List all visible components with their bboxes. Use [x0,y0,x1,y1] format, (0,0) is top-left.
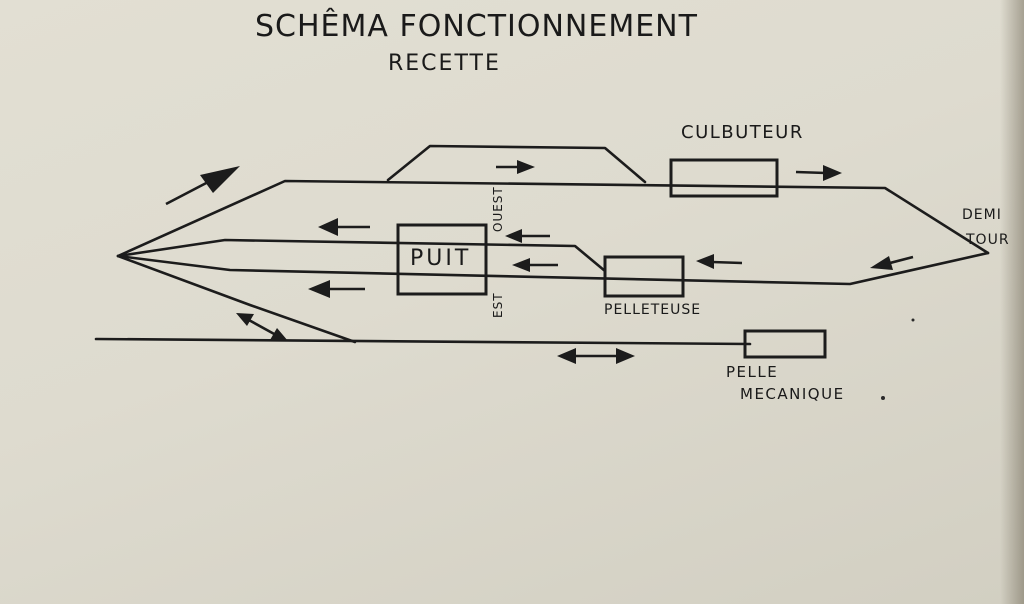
culbuteur-label: CULBUTEUR [681,122,804,143]
pelle-label-line2: MECANIQUE [740,385,845,403]
pelleteuse-label: PELLETEUSE [604,302,701,318]
pelleteuse-box [603,255,685,298]
demi-tour-label-line2: TOUR [965,232,1010,248]
demi-tour-label-line1: DEMI [962,207,1002,223]
arrow-left-near-ouest [505,229,550,243]
arrow-left-lower [308,280,365,298]
arrow-left-center [512,258,558,272]
arrow-right-hump [496,160,535,174]
arrow-up-right [165,166,240,206]
puit-box [396,223,488,296]
ouest-label: OUEST [491,186,505,232]
arrow-left-demi-tour [870,255,914,270]
title-line1: SCHÊMA FONCTIONNEMENT [255,8,698,44]
track-upper-main [116,179,990,258]
est-label: EST [491,292,505,318]
culbuteur-box [669,158,779,198]
ink-dot [881,396,885,400]
pelle-label-line1: PELLE [726,363,778,381]
arrow-double-branch [236,313,288,341]
track-pelle-line [94,337,752,346]
track-lower-main [116,251,990,286]
track-west-siding [116,238,607,273]
arrow-right-after-culbuteur [795,165,842,181]
arrow-double-pelle [557,348,635,364]
ink-dot [911,318,915,322]
pelle-mecanique-box [743,329,827,359]
paper-edge-shadow [1000,0,1024,604]
puit-label: PUIT [410,246,471,271]
arrow-left-upper-siding [318,218,370,236]
track-branch-to-pelle [116,254,357,344]
title-line2: RECETTE [388,51,501,76]
arrow-left-pelleteuse [696,254,743,269]
track-upper-hump [386,144,647,184]
